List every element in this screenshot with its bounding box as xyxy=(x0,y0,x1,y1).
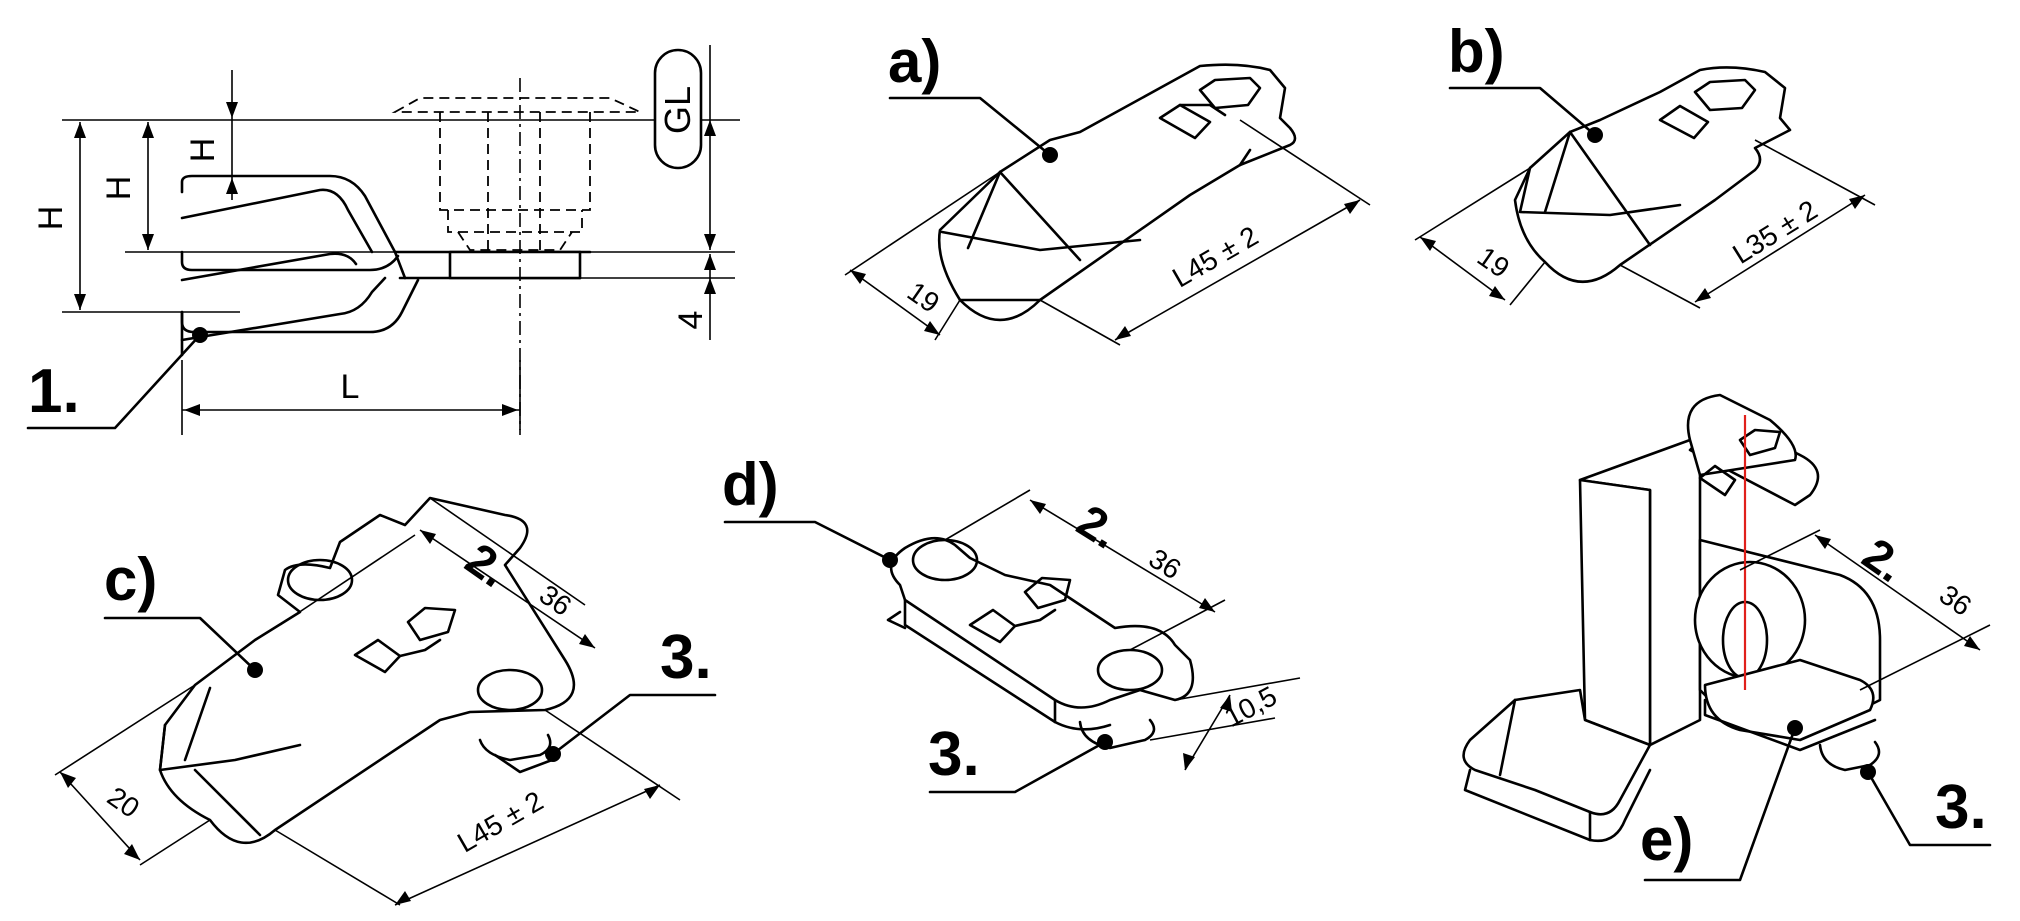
dim-h-large: H xyxy=(32,206,70,231)
callout-a: a) xyxy=(888,28,941,95)
variant-e-spacing: 36 xyxy=(1934,579,1977,622)
dim-gl: GL xyxy=(657,86,698,134)
variant-d: 2. 36 10,5 d) 3. xyxy=(722,451,1301,794)
variant-b-length: L35 ± 2 xyxy=(1727,194,1822,270)
item-1-label: 1. xyxy=(28,357,80,426)
variant-e-item-3: 3. xyxy=(1935,773,1987,842)
variant-c-width: 20 xyxy=(102,781,145,824)
dim-h-small: H xyxy=(184,138,222,163)
dim-h-middle: H xyxy=(100,176,138,201)
variant-c-length: L45 ± 2 xyxy=(452,785,548,858)
side-view: H H H GL xyxy=(26,45,740,435)
variant-b: 19 L35 ± 2 b) xyxy=(1414,18,1876,309)
variant-e-item-2: 2. xyxy=(1854,528,1915,593)
variant-d-item-2: 2. xyxy=(1068,494,1128,558)
callout-e: e) xyxy=(1640,806,1693,873)
variant-a: 19 L45 ± 2 a) xyxy=(844,28,1371,346)
variant-c-item-3: 3. xyxy=(660,623,712,692)
variant-e: 2. 36 e) 3. xyxy=(1462,393,1992,882)
variant-c: 20 2. 36 L45 ± 2 c) 3. xyxy=(54,496,717,906)
dim-l: L xyxy=(341,368,360,406)
dim-4: 4 xyxy=(672,311,710,330)
variant-c-spacing: 36 xyxy=(534,579,577,622)
variant-d-spacing: 36 xyxy=(1144,543,1187,586)
callout-d: d) xyxy=(722,451,779,518)
callout-c: c) xyxy=(104,546,157,613)
variant-d-item-3: 3. xyxy=(928,720,980,789)
variant-b-width: 19 xyxy=(1472,241,1515,284)
callout-b: b) xyxy=(1448,18,1505,85)
variant-d-thickness: 10,5 xyxy=(1219,680,1282,733)
